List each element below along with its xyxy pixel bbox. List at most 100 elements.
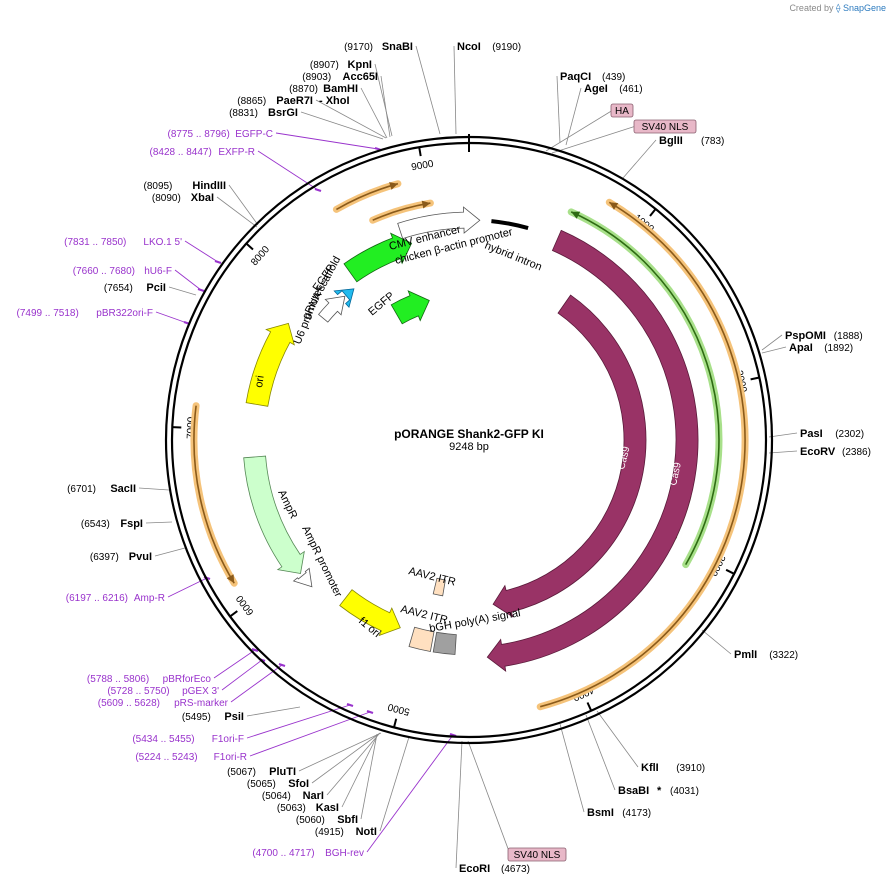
enzyme-site: PsiI (5495)	[182, 711, 244, 723]
enzyme-connector	[298, 732, 382, 772]
enzyme-name: PsiI	[224, 711, 244, 723]
primer-name: pBRforEco	[163, 674, 212, 685]
enzyme-position: (4673)	[501, 864, 530, 875]
enzyme-site: BglII(783)	[659, 135, 724, 147]
enzyme-site: FspI (6543)	[81, 518, 143, 530]
primer-name: pRS-marker	[174, 698, 229, 709]
enzyme-name: KflI	[641, 762, 659, 774]
enzyme-position: (4173)	[622, 808, 651, 819]
enzyme-connector	[216, 196, 258, 228]
enzyme-connector	[341, 733, 379, 808]
enzyme-name: PvuI	[129, 551, 152, 563]
enzyme-site: BsmI(4173)	[587, 807, 651, 819]
ampr-promoter-arrow	[292, 567, 313, 588]
enzyme-connector	[761, 334, 783, 351]
ampr-arrow	[243, 455, 305, 574]
enzyme-position: (461)	[619, 84, 642, 95]
enzyme-connector	[596, 710, 639, 768]
tick-mark	[229, 610, 238, 618]
enzyme-site: PciI(7654)	[104, 282, 166, 294]
primer-label: F1ori-R (5224 .. 5243)	[135, 752, 247, 763]
cds-track-outer	[539, 201, 746, 708]
enzyme-name: AgeI	[584, 83, 608, 95]
primer-connector	[155, 311, 188, 324]
primer-range: (8775 .. 8796)	[168, 129, 230, 140]
cas9-arrow-outer	[486, 229, 699, 673]
primer-site	[197, 287, 205, 293]
primer-label: hU6-F(7660 .. 7680)	[73, 266, 172, 277]
enzyme-connector	[154, 547, 186, 557]
enzyme-position: (2386)	[842, 447, 871, 458]
enzyme-site: HindIII(8095)	[143, 180, 226, 192]
ori-arrow	[245, 322, 295, 407]
f1ori-arrow	[339, 589, 401, 637]
enzyme-name: PasI	[800, 428, 823, 440]
enzyme-site: SacII(6701)	[67, 483, 136, 495]
tick-mark	[245, 242, 254, 251]
enzyme-position: (783)	[701, 136, 724, 147]
enzyme-name: PaeR7I	[276, 95, 313, 107]
enzyme-connector	[360, 87, 388, 139]
enzyme-site: NotI(4915)	[315, 826, 377, 838]
tick-label: 9000	[411, 159, 435, 174]
feature-label: AmpR promoter	[299, 524, 344, 599]
enzyme-connector	[701, 629, 732, 655]
enzyme-position: (5495)	[182, 712, 211, 723]
primer-range: (5224 .. 5243)	[135, 752, 197, 763]
boxed-connector	[545, 109, 614, 152]
primer-name: F1ori-R	[214, 752, 247, 763]
primer-label: EGFP-C(8775 .. 8796)	[168, 129, 273, 140]
primer-connector	[275, 132, 379, 150]
feature-label: hybrid intron	[483, 240, 544, 274]
enzyme-connector	[453, 45, 457, 135]
primer-site	[346, 702, 354, 708]
enzyme-site: XbaI(8090)	[152, 192, 214, 204]
enzyme-connector	[168, 286, 197, 296]
boxed-label: SV40 NLS	[642, 122, 689, 133]
cmv-enhancer-arrow	[397, 206, 481, 240]
amp-track	[193, 405, 235, 584]
enzyme-name: XbaI	[191, 192, 214, 204]
enzyme-name: PluTI	[269, 766, 296, 778]
enzyme-site: PluTI(5067)	[227, 766, 296, 778]
aav2-itr-box-1	[408, 626, 435, 652]
enzyme-site: BsaBI*(4031)	[618, 785, 699, 797]
enzyme-connector	[311, 732, 381, 784]
aav2-itr-box-2	[432, 577, 446, 597]
primer-site	[314, 187, 322, 193]
enzyme-name: FspI	[120, 518, 143, 530]
enzyme-connector	[145, 521, 173, 524]
boxed-label-bg	[633, 119, 697, 134]
enzyme-name: EcoRI	[459, 863, 490, 875]
enzyme-connector	[379, 736, 410, 832]
enzyme-position: (1888)	[834, 331, 863, 342]
enzyme-name: HindIII	[192, 180, 226, 192]
plasmid-name: pORANGE Shank2-GFP KI	[394, 427, 544, 441]
snapgene-logo-icon: ⟠	[835, 3, 841, 13]
enzyme-position: (7654)	[104, 283, 133, 294]
enzyme-name: PmlI	[734, 649, 757, 661]
feature-label: ori	[253, 375, 267, 389]
enzyme-name: NotI	[356, 826, 377, 838]
enzyme-position: (5065)	[247, 779, 276, 790]
primer-label: F1ori-F(5434 .. 5455)	[132, 734, 244, 745]
primer-range: (5609 .. 5628)	[98, 698, 160, 709]
primer-range: (5728 .. 5750)	[107, 686, 169, 697]
primer-range: (7499 .. 7518)	[17, 308, 79, 319]
enzyme-name: SnaBI	[382, 41, 413, 53]
enzyme-name: PaqCI	[560, 71, 591, 83]
primer-range: (6197 .. 6216)	[66, 593, 128, 604]
sv40-track-head	[571, 211, 581, 219]
enzyme-site: NarI(5064)	[262, 790, 324, 802]
enzyme-connector	[585, 714, 616, 791]
primer-name: BGH-rev	[325, 848, 364, 859]
primer-site	[251, 647, 259, 653]
enzyme-name: SbfI	[337, 814, 358, 826]
enzyme-position: (6543)	[81, 519, 110, 530]
feature-label: bGH poly(A) signal	[428, 607, 521, 635]
enzyme-site: SbfI(5060)	[296, 814, 358, 826]
enzyme-connector	[300, 111, 384, 140]
boxed-label-bg	[610, 103, 634, 118]
enzyme-name: PspOMI	[785, 330, 826, 342]
